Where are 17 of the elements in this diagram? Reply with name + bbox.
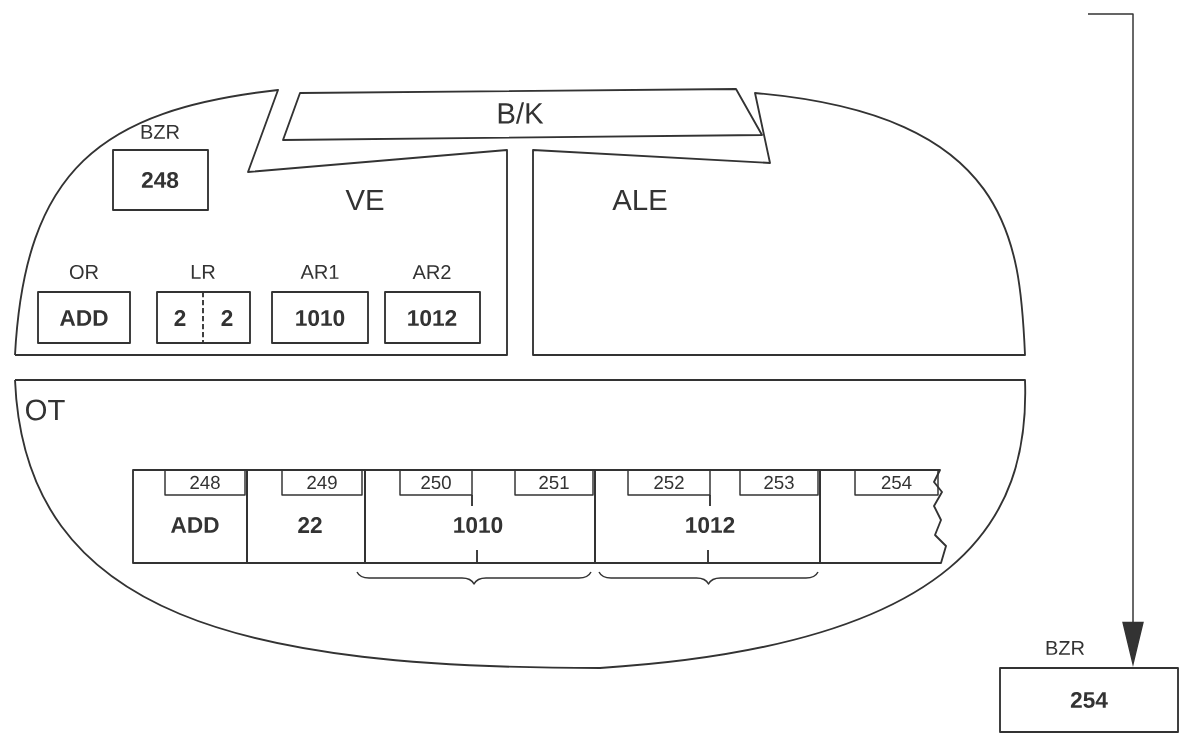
register-box: OR ADD <box>37 264 131 344</box>
memory-cell: 249 22 <box>246 469 366 564</box>
register-box: BZR 248 <box>112 125 209 211</box>
memory-cell: 250 251 1010 <box>364 469 596 564</box>
register-box: AR1 1010 <box>271 265 369 344</box>
node-label: BZR <box>141 125 180 139</box>
node-label: LR <box>191 265 215 279</box>
node-label: BZR <box>1046 641 1085 655</box>
node-label: OR <box>69 264 99 280</box>
node-label: AR2 <box>412 265 451 279</box>
bus-band: B/K <box>282 88 763 141</box>
register-box: AR2 1012 <box>384 265 481 344</box>
memory-cell: 248 ADD <box>132 469 248 564</box>
memory-cell: 254 <box>819 469 947 564</box>
memory-cell: 252 253 1012 <box>594 469 821 564</box>
node-label: AR1 <box>300 265 339 279</box>
register-box: LR 2 2 <box>156 265 251 344</box>
